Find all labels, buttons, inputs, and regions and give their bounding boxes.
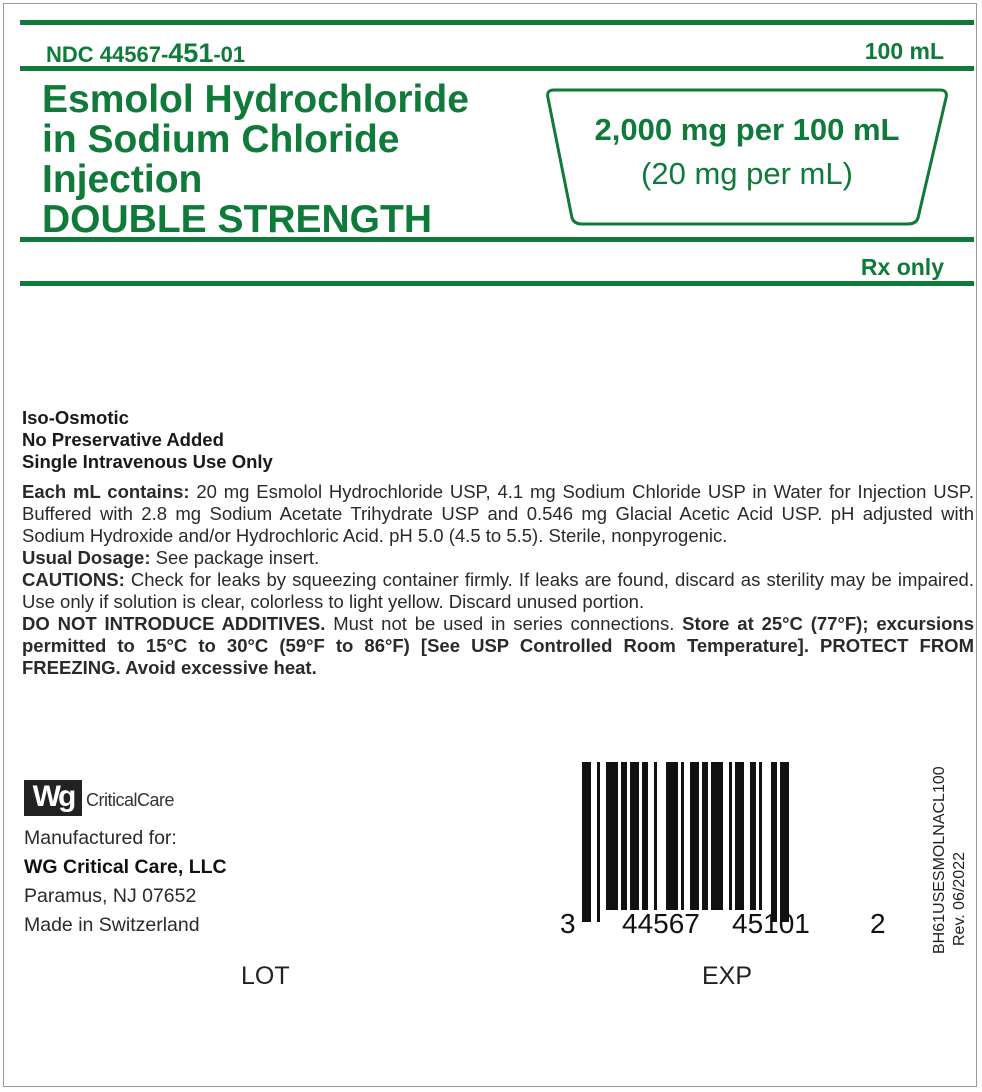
storage-paragraph: DO NOT INTRODUCE ADDITIVES. Must not be … xyxy=(22,613,974,679)
barcode-bar xyxy=(729,762,732,910)
barcode: 3 44567 45101 2 xyxy=(560,762,890,942)
label-code: BH61USESMOLNACL100 xyxy=(931,766,948,954)
additives-warning: DO NOT INTRODUCE ADDITIVES. xyxy=(22,613,326,634)
drug-label: NDC 44567-451-01 100 mL Esmolol Hydrochl… xyxy=(3,3,977,1087)
product-name-line: Injection xyxy=(42,158,203,201)
manufacturer-block: Manufactured for: WG Critical Care, LLC … xyxy=(24,824,227,940)
storage-conditions: Store at 25°C (77°F); excursions permitt… xyxy=(22,613,975,678)
product-strength-designation: DOUBLE STRENGTH xyxy=(42,198,432,241)
exp-label: EXP xyxy=(702,962,753,990)
label-text-block: Iso-Osmotic No Preservative Added Single… xyxy=(22,407,974,679)
volume: 100 mL xyxy=(864,38,944,64)
strength-box: 2,000 mg per 100 mL (20 mg per mL) xyxy=(542,86,952,228)
barcode-bar xyxy=(582,762,591,922)
critical-care-logo-text: CriticalCare xyxy=(86,790,175,810)
barcode-bar xyxy=(621,762,627,910)
section-rule xyxy=(20,281,974,286)
barcode-bar xyxy=(642,762,648,910)
cautions-label: CAUTIONS: xyxy=(22,569,125,590)
barcode-bar xyxy=(750,762,756,910)
barcode-bar xyxy=(690,762,699,910)
ndc-number: NDC 44567-451-01 xyxy=(46,38,245,69)
composition-text: 20 mg Esmolol Hydrochloride USP, 4.1 mg … xyxy=(22,481,974,546)
cautions-text: Check for leaks by squeezing container f… xyxy=(22,569,974,612)
lower-header-rule xyxy=(20,237,974,242)
barcode-bar xyxy=(606,762,618,910)
ndc-suffix: -01 xyxy=(213,42,246,67)
company-logo: Wg CriticalCare xyxy=(24,780,214,820)
strength-total: 2,000 mg per 100 mL xyxy=(594,112,900,147)
strength-concentration: (20 mg per mL) xyxy=(641,156,853,191)
barcode-bar xyxy=(780,762,789,922)
barcode-digit-right: 2 xyxy=(870,908,886,939)
wg-logo-mark: Wg xyxy=(24,780,82,816)
manufactured-for-label: Manufactured for: xyxy=(24,827,177,849)
lot-label: LOT xyxy=(241,962,290,990)
side-rotated-text: BH61USESMOLNACL100 Rev. 06/2022 xyxy=(930,724,970,954)
revision-date: Rev. 06/2022 xyxy=(951,852,968,946)
barcode-bar xyxy=(702,762,708,910)
barcode-bar xyxy=(630,762,639,910)
product-name: Esmolol Hydrochloride in Sodium Chloride… xyxy=(42,80,469,240)
iso-osmotic: Iso-Osmotic xyxy=(22,407,129,428)
barcode-digit-left: 3 xyxy=(560,908,576,939)
barcode-bar xyxy=(681,762,684,910)
no-preservative: No Preservative Added xyxy=(22,429,224,450)
barcode-bar xyxy=(666,762,678,910)
barcode-group-1: 44567 xyxy=(622,908,700,939)
barcode-bars xyxy=(582,762,789,922)
barcode-bar xyxy=(654,762,657,910)
single-use: Single Intravenous Use Only xyxy=(22,451,273,472)
barcode-bar xyxy=(597,762,600,922)
dosage-label: Usual Dosage: xyxy=(22,547,151,568)
header-rule xyxy=(20,66,974,71)
rx-only: Rx only xyxy=(860,254,944,280)
barcode-bar xyxy=(771,762,777,922)
barcode-bar xyxy=(711,762,723,910)
ndc-prefix: NDC 44567- xyxy=(46,42,169,67)
ndc-product-code: 451 xyxy=(168,38,214,68)
dosage-paragraph: Usual Dosage: See package insert. xyxy=(22,547,974,569)
composition-label: Each mL contains: xyxy=(22,481,190,502)
composition-paragraph: Each mL contains: 20 mg Esmolol Hydrochl… xyxy=(22,481,974,547)
product-name-line: in Sodium Chloride xyxy=(42,118,400,161)
barcode-group-2: 45101 xyxy=(732,908,810,939)
product-name-line: Esmolol Hydrochloride xyxy=(42,78,469,121)
series-warning: Must not be used in series connections. xyxy=(325,613,683,634)
barcode-bar xyxy=(759,762,762,910)
manufacturer-address: Paramus, NJ 07652 xyxy=(24,885,197,907)
dosage-text: See package insert. xyxy=(150,547,320,568)
barcode-bar xyxy=(735,762,744,910)
strength-box-outline xyxy=(546,88,948,226)
country-of-origin: Made in Switzerland xyxy=(24,914,200,936)
manufacturer-name: WG Critical Care, LLC xyxy=(24,856,227,878)
top-rule xyxy=(20,20,974,25)
cautions-paragraph: CAUTIONS: Check for leaks by squeezing c… xyxy=(22,569,974,613)
